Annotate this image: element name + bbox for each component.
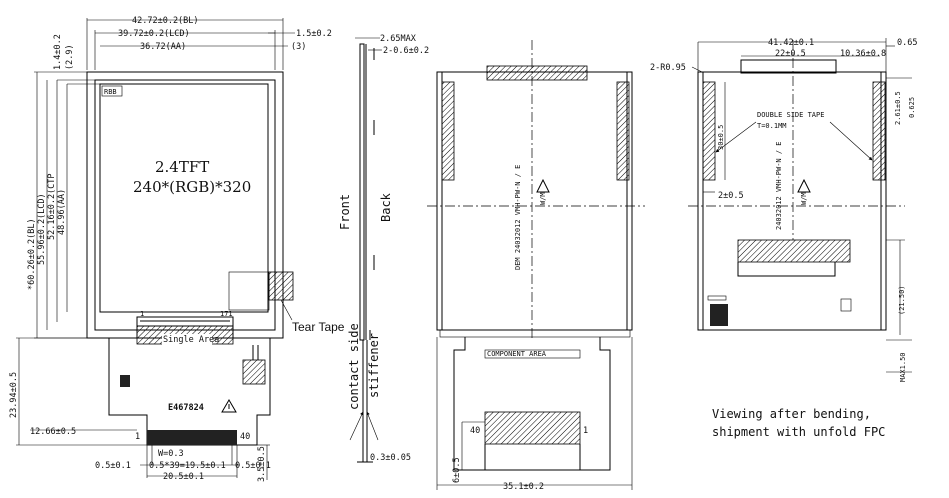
contact-side-label: contact side bbox=[347, 323, 361, 410]
dim-pitch: 0.5*39=19.5±0.1 bbox=[149, 461, 226, 471]
front-pin-row bbox=[147, 430, 237, 445]
bent-dim-2150: (21.50) bbox=[898, 285, 906, 315]
dim-bl-height: *60.26±0.2(BL) bbox=[27, 218, 37, 290]
dim-fpc-height: 23.94±0.5 bbox=[9, 372, 19, 418]
bent-dim-0625: 0.625 bbox=[908, 97, 916, 118]
back-pin-grid bbox=[484, 411, 581, 445]
bent-component bbox=[710, 304, 728, 326]
bent-frame bbox=[697, 71, 887, 331]
back-right-tape bbox=[616, 81, 630, 181]
dim-right-1: 1.5±0.2 bbox=[296, 29, 332, 39]
svg-text:171: 171 bbox=[220, 310, 233, 318]
bent-note-line1: Viewing after bending, bbox=[712, 407, 871, 421]
dim-total-pin: 20.5±0.1 bbox=[163, 472, 204, 482]
back-top-tape bbox=[486, 65, 588, 81]
front-view: 42.72±0.2(BL) 39.72±0.2(LCD) 36.72(AA) 1… bbox=[9, 16, 345, 482]
dim-right-2: (3) bbox=[291, 42, 306, 52]
dim-lcd-width: 39.72±0.2(LCD) bbox=[118, 29, 190, 39]
tear-tape-label: Tear Tape bbox=[292, 320, 345, 334]
back-dim-width: 35.1±0.2 bbox=[503, 482, 544, 492]
bent-dim-tape-len: 30±0.5 bbox=[717, 125, 725, 150]
dim-bl-width: 42.72±0.2(BL) bbox=[132, 16, 199, 26]
bent-dim-right: 0.65 bbox=[897, 38, 917, 48]
back-sub-text: W/M bbox=[539, 192, 547, 205]
dim-fpc-offset: 12.66±0.5 bbox=[30, 427, 76, 437]
svg-text:RBB: RBB bbox=[104, 88, 117, 96]
svg-text:1: 1 bbox=[140, 310, 144, 318]
side-dim-stiff: 0.3±0.05 bbox=[370, 453, 411, 463]
dim-pad: 0.5±0.1 bbox=[95, 461, 131, 471]
active-area bbox=[99, 83, 269, 313]
bent-right-tape bbox=[872, 81, 886, 181]
dim-top-1: 1.4±0.2 bbox=[53, 34, 63, 70]
stiffener-label: stiffener bbox=[367, 333, 381, 398]
bent-dim-22: 22±0.5 bbox=[775, 49, 806, 59]
dim-top-2: (2.9) bbox=[65, 44, 75, 70]
dst-thickness: T=0.1MM bbox=[757, 122, 787, 130]
dim-w: W=0.3 bbox=[158, 449, 184, 459]
bent-sub-text: W/M bbox=[800, 192, 808, 205]
bent-dim-tape-w: 2±0.5 bbox=[718, 191, 744, 201]
front-pin-last: 40 bbox=[240, 432, 250, 442]
back-label: Back bbox=[379, 192, 393, 222]
bent-dim-corner: 2-R0.95 bbox=[650, 63, 686, 73]
lcd-outline bbox=[94, 79, 276, 331]
single-area-label: Single Area bbox=[163, 335, 219, 345]
panel-title: 2.4TFT bbox=[155, 158, 209, 176]
bent-part-text: 24032012 VMH-PW-N / E bbox=[775, 141, 783, 230]
bent-left-tape bbox=[702, 81, 716, 181]
back-left-tape bbox=[441, 81, 455, 181]
dim-aa-width: 36.72(AA) bbox=[140, 42, 186, 52]
side-profile bbox=[359, 43, 365, 341]
back-pin-first: 40 bbox=[470, 426, 480, 436]
back-pin-last: 1 bbox=[583, 426, 588, 436]
dst-label: DOUBLE SIDE TAPE bbox=[757, 111, 824, 119]
panel-resolution: 240*(RGB)*320 bbox=[133, 178, 251, 196]
dim-aa-height: 48.96(AA) bbox=[57, 189, 67, 235]
bent-pin-grid bbox=[737, 239, 851, 263]
bent-dim-max: MAX1.50 bbox=[899, 352, 907, 382]
side-view: 2.65MAX 2-0.6±0.2 Front Back contact sid… bbox=[338, 34, 429, 463]
side-dim-thk: 2-0.6±0.2 bbox=[383, 46, 429, 56]
ul-mark: E467824 bbox=[168, 403, 204, 413]
dim-lcd-height: 55.96±0.2(LCD) bbox=[37, 193, 47, 265]
back-frame bbox=[436, 71, 633, 331]
backlight-frame bbox=[86, 71, 284, 339]
back-view: DEM 24032012 VMH-PW-N / E W/M COMPONENT … bbox=[427, 40, 645, 492]
back-dim-tail: 6±0.5 bbox=[452, 457, 462, 483]
side-dim-max: 2.65MAX bbox=[380, 34, 417, 44]
bent-dim-261: 2.61±0.5 bbox=[894, 91, 902, 125]
dim-tail: 3.5±0.5 bbox=[257, 446, 267, 482]
front-pin-first: 1 bbox=[135, 432, 140, 442]
svg-text:0.5±0.1: 0.5±0.1 bbox=[235, 461, 271, 471]
dim-ctp-height: 52.16±0.2(CTP bbox=[47, 173, 57, 240]
bent-note-line2: shipment with unfold FPC bbox=[712, 425, 885, 439]
bent-view: 41.42±0.1 0.65 2-R0.95 22±0.5 10.36±0.8 … bbox=[650, 38, 917, 439]
bent-dim-1036: 10.36±0.8 bbox=[840, 49, 886, 59]
tear-tape-hatch bbox=[268, 271, 294, 301]
front-label: Front bbox=[338, 194, 352, 230]
component-area-label: COMPONENT AREA bbox=[487, 350, 547, 358]
bent-dim-width: 41.42±0.1 bbox=[768, 38, 814, 48]
back-part-text: DEM 24032012 VMH-PW-N / E bbox=[514, 165, 522, 270]
